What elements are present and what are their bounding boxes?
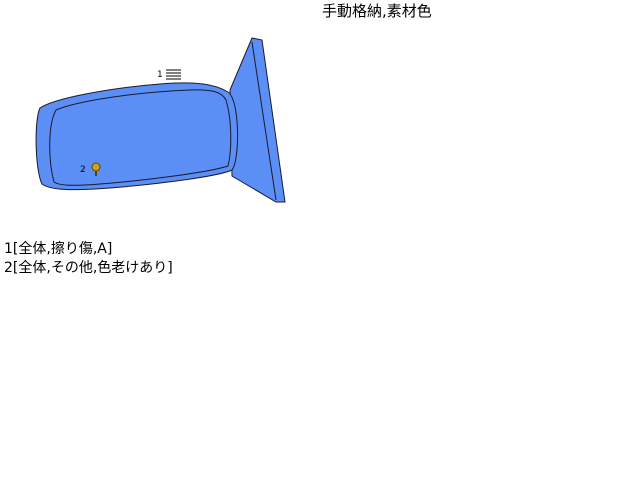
damage-legend: 1[全体,擦り傷,A] 2[全体,その他,色老けあり] — [4, 240, 173, 278]
legend-item-1: 1[全体,擦り傷,A] — [4, 241, 113, 257]
damage-marker-icon — [91, 162, 101, 176]
legend-item-2: 2[全体,その他,色老けあり] — [4, 260, 173, 276]
callout-1-number: 1 — [157, 70, 163, 80]
mirror-arm-edge — [251, 41, 277, 201]
part-description: 手動格納,素材色 — [322, 2, 432, 20]
mirror-arm — [229, 37, 286, 203]
mirror-housing — [35, 82, 239, 191]
mirror-diagram: 1 2 — [35, 37, 286, 203]
mirror-housing-inner-line — [49, 89, 232, 186]
lines-icon — [166, 69, 181, 80]
callout-2-number: 2 — [80, 165, 86, 175]
